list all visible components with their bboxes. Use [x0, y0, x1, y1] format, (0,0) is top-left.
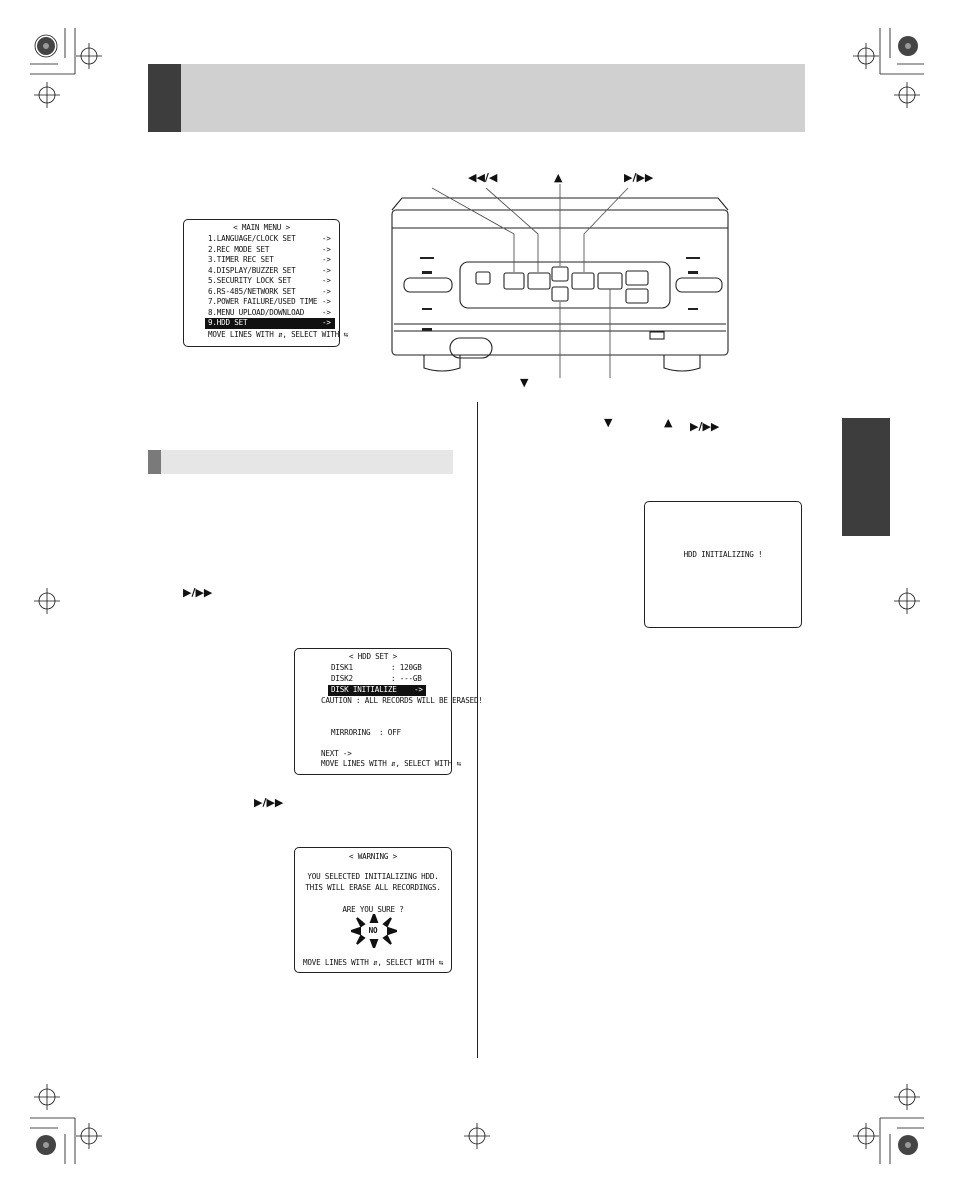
menu-arrow: ->: [322, 244, 331, 254]
menu-item: 8.MENU UPLOAD/DOWNLOAD: [208, 307, 305, 317]
disk1-label: DISK1: [331, 663, 353, 672]
next-item: NEXT ->: [321, 749, 352, 758]
mirroring-label: MIRRORING: [331, 728, 371, 737]
menu-item: 2.REC MODE SET: [208, 244, 270, 254]
menu-arrow: ->: [322, 307, 331, 317]
menu-arrow: ->: [322, 255, 331, 264]
warning-line-2: THIS WILL ERASE ALL RECORDINGS.: [305, 883, 441, 892]
forward-icon: ▶/▶▶: [690, 420, 720, 433]
initializing-message: HDD INITIALIZING !: [683, 550, 763, 559]
menu-item: 3.TIMER REC SET: [208, 255, 274, 264]
disk2-label: DISK2: [331, 674, 353, 683]
section-heading-bar: [148, 450, 453, 474]
main-menu-footer: MOVE LINES WITH ⇵, SELECT WITH ⇆: [208, 330, 348, 339]
disk1-value: : 120GB: [391, 663, 422, 672]
hdd-set-footer: MOVE LINES WITH ⇵, SELECT WITH ⇆: [321, 759, 461, 768]
menu-arrow: ->: [322, 234, 331, 243]
menu-item: 5.SECURITY LOCK SET: [208, 276, 292, 285]
down-arrow-icon: ▼: [604, 416, 613, 429]
menu-item-selected: 9.HDD SET: [205, 318, 335, 329]
confirm-question: ARE YOU SURE ?: [342, 905, 404, 914]
caution-text: CAUTION : ALL RECORDS WILL BE ERASED!: [321, 696, 483, 705]
warning-footer: MOVE LINES WITH ⇵, SELECT WITH ⇆: [303, 958, 443, 967]
forward-icon: ▶/▶▶: [254, 796, 284, 809]
warning-title: < WARNING >: [348, 852, 398, 861]
down-arrow-icon: ▼: [520, 376, 529, 389]
blinking-burst-icon: [351, 914, 397, 948]
up-arrow-icon: ▲: [554, 171, 563, 184]
recorder-front-panel: [391, 184, 729, 378]
column-divider: [477, 402, 478, 1058]
chapter-side-tab: [842, 418, 890, 536]
menu-arrow: ->: [322, 318, 331, 327]
header-band: [148, 64, 805, 132]
menu-arrow: ->: [322, 276, 331, 285]
menu-item: 4.DISPLAY/BUZZER SET: [208, 265, 296, 275]
menu-item: 1.LANGUAGE/CLOCK SET: [208, 234, 296, 243]
menu-arrow: ->: [322, 286, 331, 296]
menu-arrow: ->: [322, 297, 331, 306]
hdd-initializing-screen: HDD INITIALIZING !: [644, 501, 802, 628]
section-heading-tab: [148, 450, 161, 474]
menu-arrow: ->: [322, 265, 331, 275]
confirm-answer: NO: [368, 926, 378, 935]
disk2-value: : ---GB: [391, 674, 422, 683]
forward-icon: ▶/▶▶: [183, 586, 213, 599]
menu-item: 6.RS-485/NETWORK SET: [208, 286, 296, 296]
warning-line-1: YOU SELECTED INITIALIZING HDD.: [307, 872, 439, 881]
main-menu-screen: < MAIN MENU > 1.LANGUAGE/CLOCK SET 2.REC…: [183, 219, 348, 347]
menu-item: 7.POWER FAILURE/USED TIME: [208, 297, 318, 306]
main-menu-title: < MAIN MENU >: [233, 223, 290, 232]
rewind-icon: ◀◀/◀: [468, 171, 498, 184]
warning-screen: < WARNING > YOU SELECTED INITIALIZING HD…: [294, 847, 452, 973]
forward-icon: ▶/▶▶: [624, 171, 654, 184]
disk-initialize-selected: DISK INITIALIZE ->: [328, 685, 426, 696]
up-arrow-icon: ▲: [664, 416, 673, 429]
mirroring-value: : OFF: [379, 728, 401, 737]
header-tab: [148, 64, 181, 132]
hdd-set-title: < HDD SET >: [348, 652, 398, 661]
hdd-set-screen: < HDD SET > DISK1 : 120GB DISK2 : ---GB …: [294, 648, 483, 775]
